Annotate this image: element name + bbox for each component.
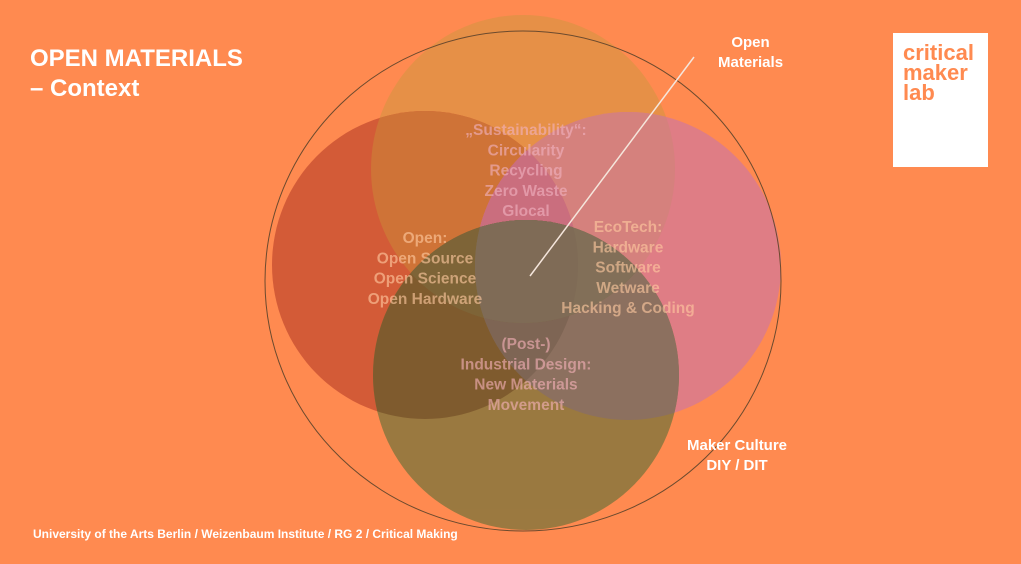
callout-open-materials: Open Materials xyxy=(718,33,783,73)
set-label-ecotech-line: Software xyxy=(595,260,661,277)
set-label-industrial-line: Industrial Design: xyxy=(461,356,592,373)
slide-title: OPEN MATERIALS – Context xyxy=(30,44,243,104)
set-label-industrial: (Post-) Industrial Design: New MaterialsMo… xyxy=(461,336,592,414)
set-label-open-line: Open: xyxy=(403,230,448,247)
callout-maker-culture-line-1: Maker Culture xyxy=(687,437,788,454)
set-label-sustainability: „Sustainability“: CircularityRecyclingZer… xyxy=(465,122,586,220)
callout-open-materials-line-1: Open xyxy=(731,34,770,51)
set-label-ecotech-line: EcoTech: xyxy=(594,219,663,236)
open-materials-pointer-line xyxy=(529,56,695,277)
set-label-sustainability-line: Circularity xyxy=(488,142,565,159)
callout-maker-culture: Maker Culture DIY / DIT xyxy=(687,436,787,476)
overlap-core-top xyxy=(475,112,578,323)
set-label-sustainability-line: Glocal xyxy=(502,203,549,220)
set-label-industrial-line: Movement xyxy=(488,397,565,414)
outer-circle-maker-culture xyxy=(264,30,782,532)
set-label-ecotech-line: Wetware xyxy=(596,280,660,297)
set-label-industrial-line: New Materials xyxy=(474,377,577,394)
title-line-2: – Context xyxy=(30,75,140,102)
overlap-industrial-open-ecotech xyxy=(475,220,578,419)
callout-maker-culture-line-2: DIY / DIT xyxy=(706,457,768,474)
logo-line-1: critical xyxy=(903,40,974,65)
critical-maker-lab-logo: critical maker lab xyxy=(893,33,988,167)
set-label-sustainability-line: Recycling xyxy=(489,163,562,180)
callout-open-materials-line-2: Materials xyxy=(718,54,784,71)
set-label-open-line: Open Science xyxy=(374,271,477,288)
set-label-ecotech-line: Hardware xyxy=(593,239,664,256)
set-label-open-line: Open Source xyxy=(377,250,474,267)
set-label-ecotech-line: Hacking & Coding xyxy=(561,300,694,317)
set-labels: „Sustainability“: CircularityRecyclingZer… xyxy=(368,122,695,414)
logo-line-3: lab xyxy=(903,80,935,105)
set-label-open-line: Open Hardware xyxy=(368,291,483,308)
footer-credits: University of the Arts Berlin / Weizenba… xyxy=(33,527,458,541)
set-label-sustainability-line: „Sustainability“: xyxy=(465,122,586,139)
set-label-industrial-line: (Post-) xyxy=(501,336,550,353)
title-line-1: OPEN MATERIALS xyxy=(30,45,243,72)
set-label-sustainability-line: Zero Waste xyxy=(485,183,568,200)
overlap-industrial-ecotech-sustainability xyxy=(475,220,675,323)
logo-line-2: maker xyxy=(903,60,968,85)
overlap-industrial-open-sustainability xyxy=(373,220,578,323)
